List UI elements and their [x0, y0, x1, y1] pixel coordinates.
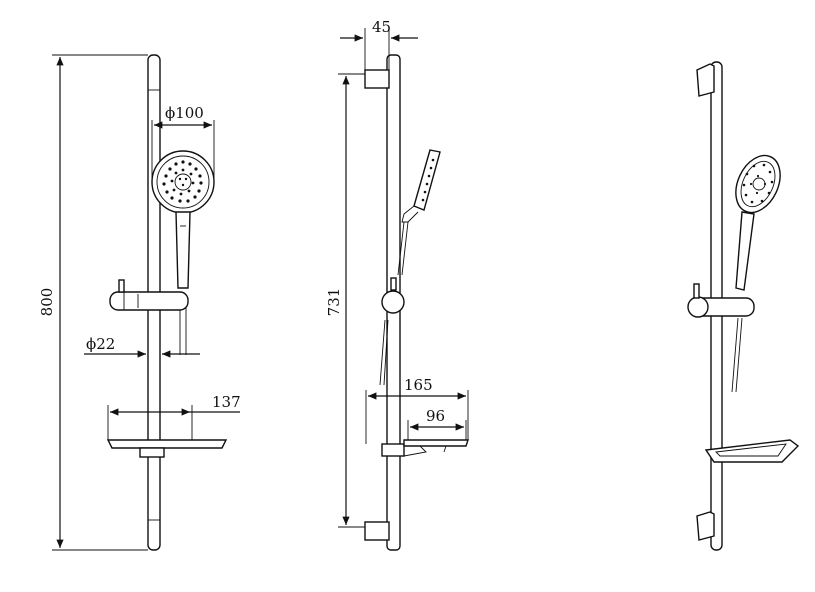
persp-hose	[731, 317, 739, 393]
perspective-view	[687, 61, 800, 551]
front-shower-head	[151, 150, 215, 214]
front-soap-dish	[106, 439, 228, 458]
dim-rail-offset: 45	[372, 18, 391, 36]
side-top-bracket	[364, 69, 390, 89]
persp-holder	[687, 283, 755, 318]
side-shower-head	[397, 149, 441, 276]
side-soap-dish	[381, 439, 469, 457]
side-bottom-bracket	[364, 521, 390, 541]
front-handle	[175, 211, 191, 289]
side-view: 45 731 165 96	[325, 18, 469, 551]
dim-shelf-inner: 96	[426, 407, 445, 425]
persp-shower-head	[735, 154, 781, 291]
side-holder	[381, 277, 405, 314]
dim-bracket-spacing: 731	[325, 288, 343, 317]
persp-soap-dish	[704, 439, 800, 463]
dim-head-diameter: ϕ100	[165, 104, 204, 122]
front-view: 800 ϕ100 ϕ22 137	[38, 54, 241, 551]
persp-handle	[735, 211, 755, 291]
front-slider-holder	[109, 279, 189, 311]
side-hose	[379, 319, 386, 386]
dim-shelf-depth: 165	[404, 376, 433, 394]
dim-total-height: 800	[38, 288, 56, 317]
persp-bottom-bracket	[696, 511, 715, 541]
dim-shelf-width: 137	[212, 393, 241, 411]
persp-top-bracket	[696, 63, 715, 97]
dim-rail-diameter: ϕ22	[86, 335, 115, 353]
